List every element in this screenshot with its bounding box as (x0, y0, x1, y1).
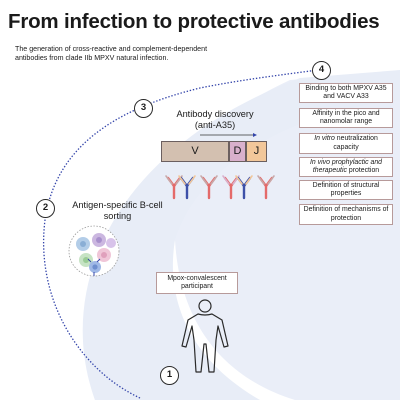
property-box-structural: Definition of structural properties (299, 180, 393, 200)
property-mechanisms-text: Definition of mechanisms of protection (303, 206, 389, 222)
property-neutralization-text: In vitro neutralization capacity (302, 135, 390, 151)
step-3-badge: 3 (134, 99, 153, 118)
background-wedge-inner (82, 70, 400, 400)
segment-j: J (246, 141, 267, 162)
figure-title: From infection to protective antibodies (8, 10, 380, 33)
step-4-badge: 4 (312, 61, 331, 80)
property-protection-text: In vivo prophylactic and therapeutic pro… (302, 159, 390, 175)
property-box-binding: Binding to both MPXV A35 and VACV A33 (299, 83, 393, 103)
property-neutralization-rest: neutralization capacity (333, 135, 378, 151)
participant-label: Mpox-convalescent participant (167, 275, 227, 290)
step-2-label: Antigen-specific B-cell sorting (72, 200, 163, 221)
step-3-label-line2: (anti-A35) (194, 119, 236, 130)
step-3-label: Antibody discovery (anti-A35) (160, 109, 270, 130)
property-box-protection: In vivo prophylactic and therapeutic pro… (299, 157, 393, 177)
step-1-badge: 1 (160, 366, 179, 385)
property-box-affinity: Affinity in the pico and nanomolar range (299, 108, 393, 128)
segment-d: D (229, 141, 246, 162)
property-binding-text: Binding to both MPXV A35 and VACV A33 (305, 84, 387, 100)
participant-box: Mpox-convalescent participant (156, 272, 238, 294)
antibody-icon (165, 175, 275, 200)
segment-v: V (161, 141, 229, 162)
figure-subtitle: The generation of cross-reactive and com… (15, 45, 208, 62)
property-box-neutralization: In vitro neutralization capacity (299, 133, 393, 154)
property-neutralization-italic: In vitro (314, 135, 335, 143)
property-protection-italic: In vivo prophylactic and therapeutic (309, 158, 382, 174)
step-2-badge: 2 (36, 199, 55, 218)
property-affinity-text: Affinity in the pico and nanomolar range (312, 109, 380, 125)
step-3-label-line1: Antibody discovery (176, 109, 254, 119)
human-figure-icon (181, 299, 229, 373)
property-protection-rest: protection (346, 167, 380, 174)
b-cell-cluster-icon (68, 225, 120, 277)
property-box-mechanisms: Definition of mechanisms of protection (299, 204, 393, 225)
property-structural-text: Definition of structural properties (312, 181, 380, 197)
background-wedge (85, 72, 400, 400)
